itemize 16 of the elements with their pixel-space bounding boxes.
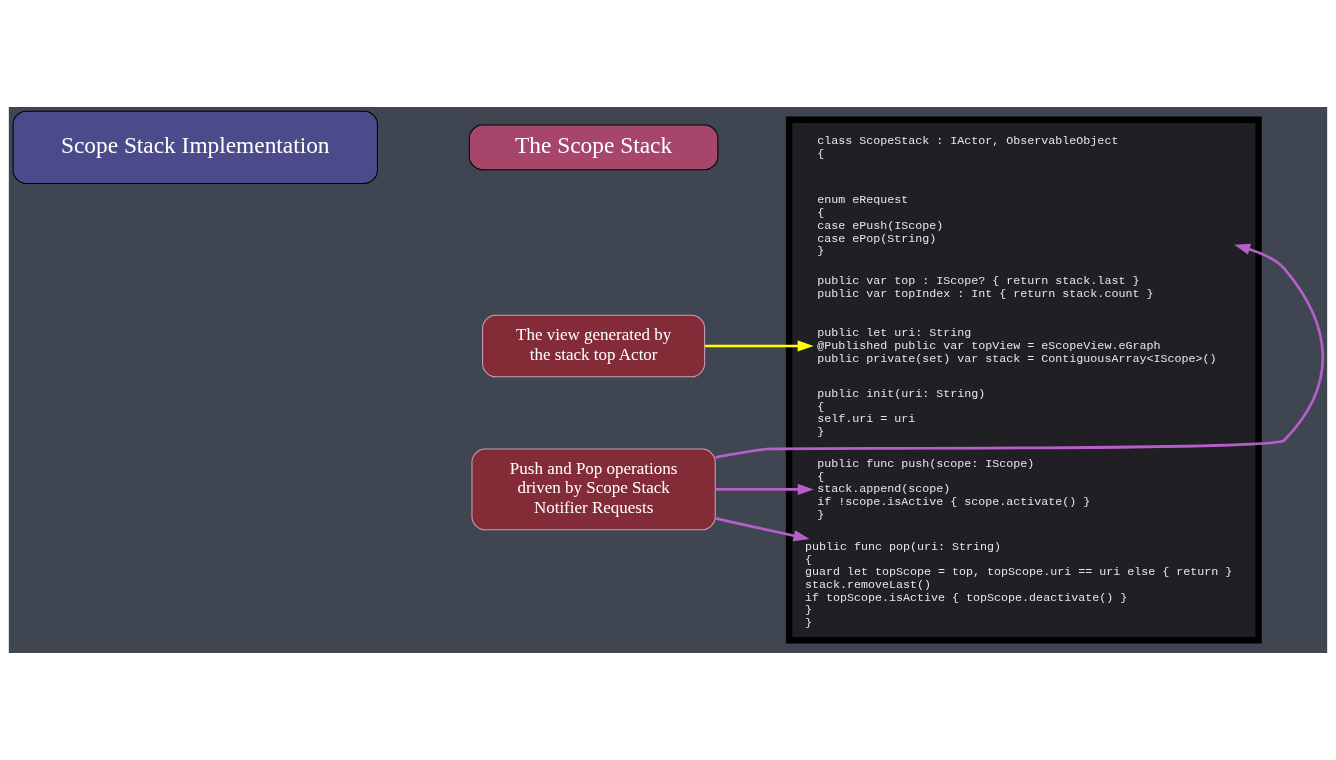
- node-box: Scope Stack Implementation: [12, 110, 378, 184]
- node-text: public var top : IScope? { return stack.last } public var topIndex : Int { return stack.count }: [817, 274, 1154, 301]
- arrow: [715, 243, 1324, 459]
- node-text: public func pop(uri: String) { guard let topScope = top, topScope.uri == uri else { return } stack.removeLast() if topScope.isActive { topScope.deactivate() } } }: [804, 539, 1233, 631]
- node-text: public init(uri: String) { self.uri = uri }: [817, 386, 986, 440]
- cluster: [785, 116, 1262, 644]
- node-text: public let uri: String @Published public var topView = eScopeView.eGraph public private(set) var stack = ContiguousArray<IScope>(): [817, 326, 1217, 366]
- arrow: [715, 517, 810, 542]
- node-box: The view generated by the stack top Actor: [482, 314, 706, 378]
- arrow: [704, 340, 814, 352]
- node-text: class ScopeStack : IActor, ObservableObject {: [817, 133, 1119, 161]
- node-text: enum eRequest { case ePush(IScope) case ePop(String) }: [817, 193, 944, 259]
- node-box: The Scope Stack: [468, 124, 719, 171]
- node-box: Push and Pop operations driven by Scope Stack Notifier Requests: [471, 448, 716, 531]
- arrow: [715, 483, 814, 495]
- node-text: public func push(scope: IScope) { stack.append(scope) if !scope.isActive { scope.activate() } }: [817, 456, 1091, 522]
